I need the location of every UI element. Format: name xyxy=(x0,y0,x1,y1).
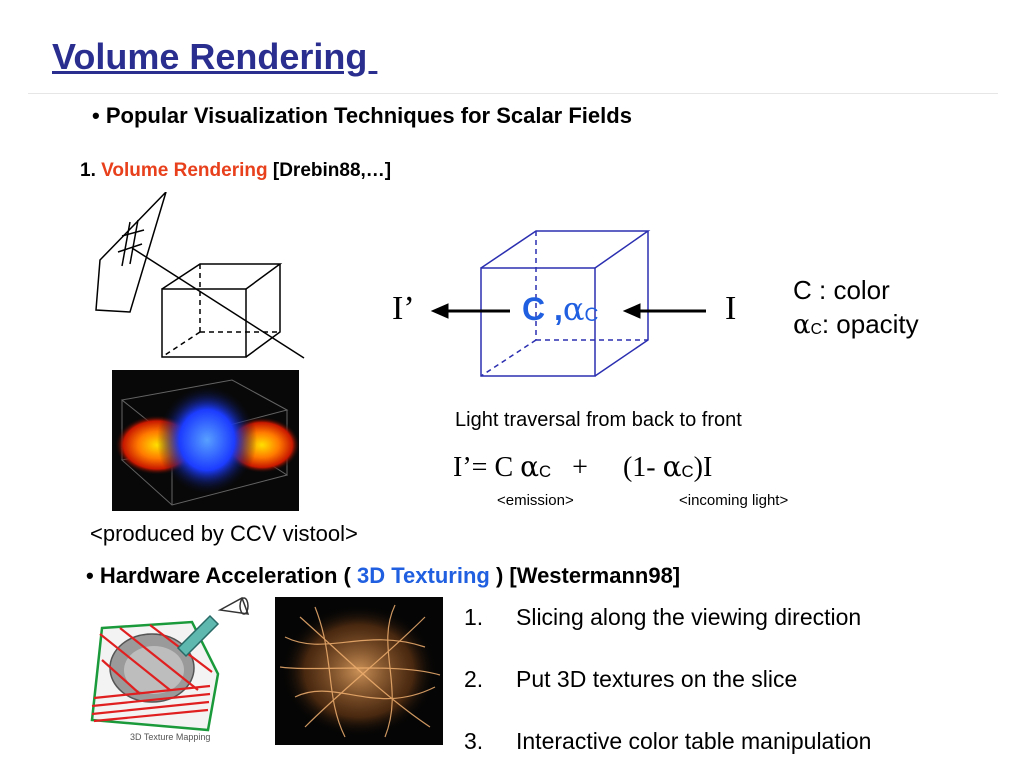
textured-volume-core xyxy=(124,646,184,694)
in-arrow-head xyxy=(622,303,641,319)
legend-color: C : color xyxy=(793,275,890,305)
cube-top xyxy=(480,230,651,269)
item-citation: [Drebin88,…] xyxy=(272,160,392,181)
hidden-edge xyxy=(161,331,201,358)
texture-render-image xyxy=(275,597,443,745)
bullet-citation: ) [Westermann98] xyxy=(489,563,681,588)
step-number: 2. xyxy=(464,666,484,692)
step-text: Slicing along the viewing direction xyxy=(516,604,862,630)
texture-mapping-caption: 3D Texture Mapping xyxy=(130,732,210,742)
grid-line xyxy=(117,243,143,253)
image-credit: <produced by CCV vistool> xyxy=(90,521,358,546)
outgoing-intensity-label: I’ xyxy=(392,290,415,327)
incoming-intensity-label: I xyxy=(725,290,737,327)
title-divider xyxy=(28,93,998,94)
step-number: 3. xyxy=(464,728,484,754)
texture-mapping-illustration: 3D Texture Mapping xyxy=(90,596,250,742)
formula-middle: + (1- xyxy=(551,452,663,483)
cube-hidden-edge xyxy=(480,339,537,377)
step-number: 1. xyxy=(464,604,484,630)
eye-cone-icon xyxy=(217,596,250,615)
volume-cube-top xyxy=(161,263,283,290)
incoming-light-tag: <incoming light> xyxy=(679,492,789,509)
legend-opacity: αC: opacity xyxy=(793,307,919,346)
image-plane xyxy=(95,192,167,313)
step-item: 1. Slicing along the viewing direction xyxy=(464,604,861,631)
cube-front xyxy=(480,267,596,377)
alpha-symbol: α xyxy=(562,290,585,328)
bullet-scalar-techniques: • Popular Visualization Techniques for S… xyxy=(92,103,632,129)
step-item: 3. Interactive color table manipulation xyxy=(464,728,871,755)
grid-line xyxy=(129,219,139,265)
alpha-subscript: C xyxy=(681,461,694,481)
alpha-symbol: α xyxy=(793,310,811,340)
alpha-symbol: α xyxy=(520,450,540,483)
bullet-text: Popular Visualization Techniques for Sca… xyxy=(105,103,632,128)
bullet-marker: • xyxy=(92,103,100,128)
grid-line xyxy=(121,221,131,267)
out-arrow-head xyxy=(430,303,449,319)
color-symbol: C , xyxy=(522,291,563,327)
item-volume-rendering: 1. Volume Rendering [Drebin88,…] xyxy=(80,160,391,182)
formula-end: )I xyxy=(693,452,713,483)
bullet-hardware-acceleration: • Hardware Acceleration ( 3D Texturing )… xyxy=(86,563,680,589)
ray-casting-diagram xyxy=(95,192,305,359)
alpha-subscript: C xyxy=(584,304,599,326)
alpha-subscript: C xyxy=(539,461,552,481)
step-text: Interactive color table manipulation xyxy=(516,728,872,754)
viewing-ray xyxy=(131,247,305,359)
emission-tag: <emission> xyxy=(497,492,574,509)
item-highlight: Volume Rendering xyxy=(101,160,268,181)
bullet-marker: • xyxy=(86,563,94,588)
viewing-probe xyxy=(176,614,220,658)
volume-render-image xyxy=(112,370,299,511)
volume-cube-side xyxy=(245,264,281,358)
item-number: 1. xyxy=(80,160,96,181)
bullet-highlight: 3D Texturing xyxy=(357,563,490,588)
step-item: 2. Put 3D textures on the slice xyxy=(464,666,797,693)
step-text: Put 3D textures on the slice xyxy=(516,666,798,692)
alpha-symbol: α xyxy=(662,450,682,483)
light-traversal-text: Light traversal from back to front xyxy=(455,409,742,431)
volume-render-graphic xyxy=(115,379,299,506)
bullet-text: Hardware Acceleration ( xyxy=(99,563,357,588)
formula-lhs: I’= C xyxy=(453,452,521,483)
color-opacity-symbol: C ,αC xyxy=(522,290,598,328)
legend-opacity-text: : opacity xyxy=(821,309,919,339)
slide-title: Volume Rendering xyxy=(52,36,378,77)
light-cube-diagram xyxy=(430,230,706,377)
texture-render-graphic xyxy=(279,604,441,738)
grid-line xyxy=(121,229,145,237)
alpha-subscript: C xyxy=(810,320,822,338)
symbol-legend: C : color αC: opacity xyxy=(793,273,919,346)
volume-cube-front xyxy=(161,288,247,358)
compositing-formula: I’= C αC + (1- αC)I xyxy=(453,450,712,484)
